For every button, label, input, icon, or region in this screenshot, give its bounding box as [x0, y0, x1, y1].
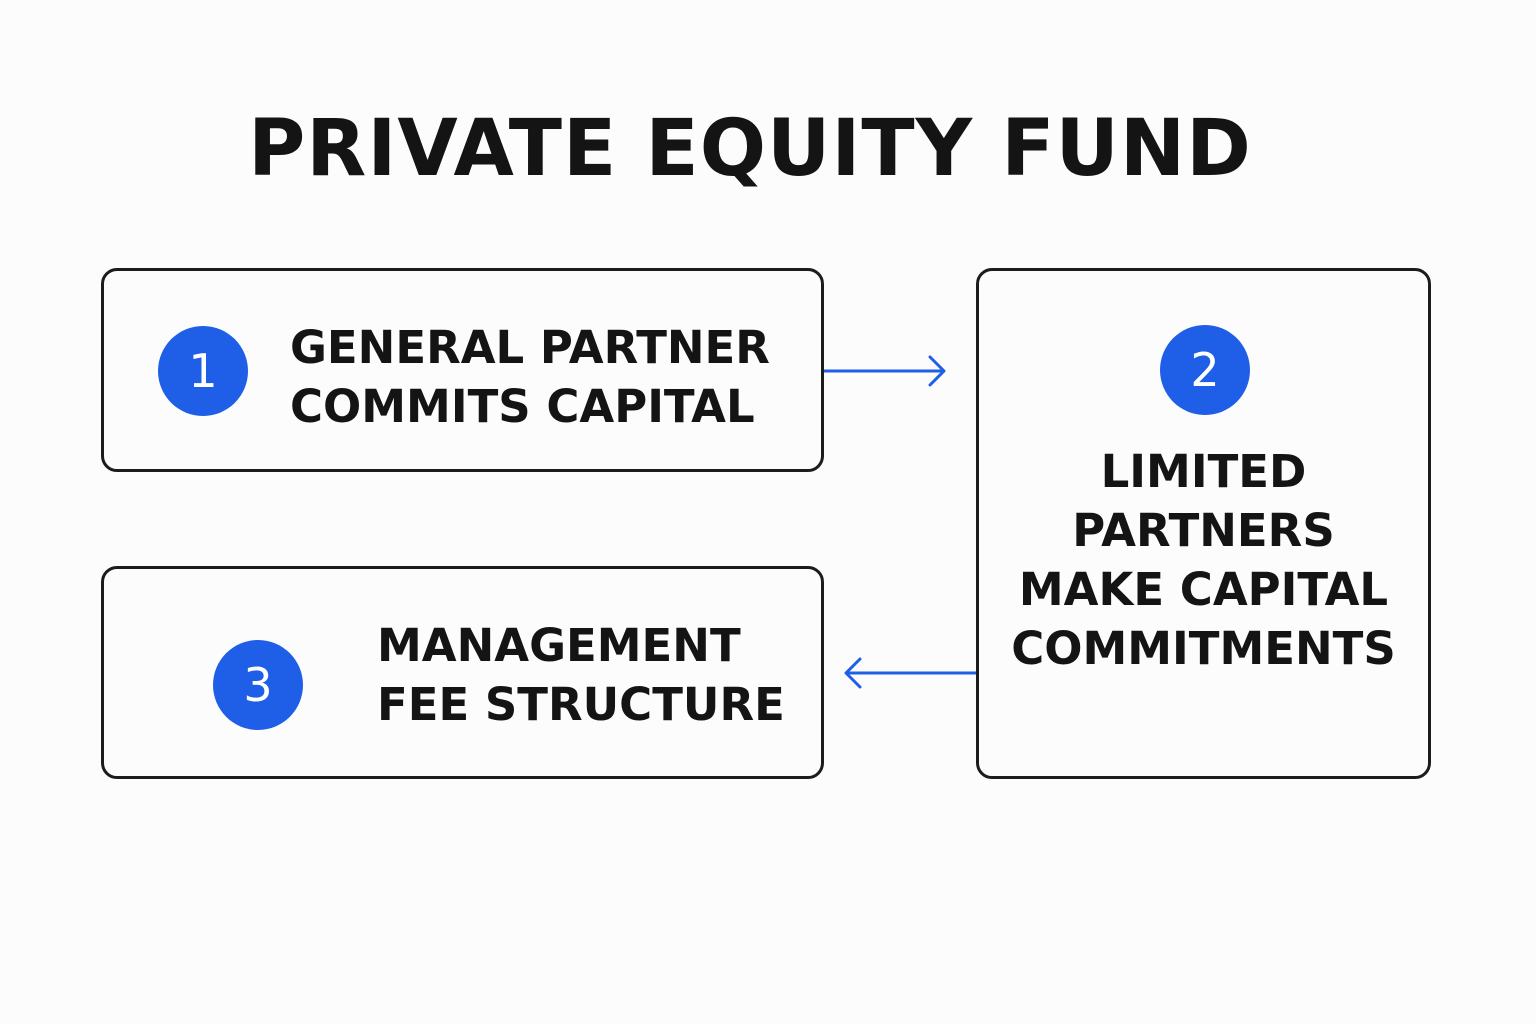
step-1-label: GENERAL PARTNER COMMITS CAPITAL — [290, 321, 770, 433]
step-3-box: 3 MANAGEMENT FEE STRUCTURE — [101, 566, 824, 779]
step-3-badge: 3 — [213, 640, 303, 730]
step-2-label: LIMITED PARTNERS MAKE CAPITAL COMMITMENT… — [1011, 445, 1396, 675]
step-1-badge: 1 — [158, 326, 248, 416]
arrow-left-icon — [844, 657, 976, 689]
diagram-title: PRIVATE EQUITY FUND — [248, 104, 1252, 194]
step-2-box: 2 LIMITED PARTNERS MAKE CAPITAL COMMITME… — [976, 268, 1431, 779]
step-2-badge: 2 — [1160, 325, 1250, 415]
step-1-box: 1 GENERAL PARTNER COMMITS CAPITAL — [101, 268, 824, 472]
step-3-label: MANAGEMENT FEE STRUCTURE — [377, 619, 785, 731]
arrow-right-icon — [824, 355, 946, 387]
